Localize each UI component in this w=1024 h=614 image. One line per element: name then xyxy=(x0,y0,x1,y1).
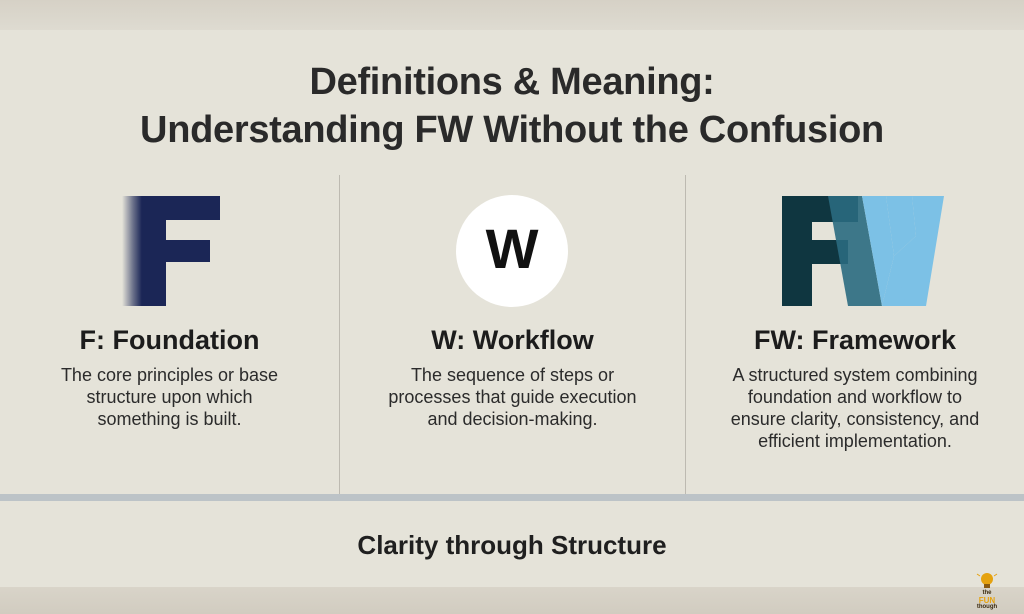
description-line: ensure clarity, consistency, and xyxy=(730,409,980,429)
fw-monogram-icon xyxy=(782,196,944,306)
description-line: The core principles or base xyxy=(60,365,279,385)
description-line: efficient implementation. xyxy=(758,431,952,451)
description-line: structure upon which xyxy=(86,387,253,407)
title-line-1: Definitions & Meaning: xyxy=(309,61,715,103)
paper-background-bottom xyxy=(0,587,1024,614)
description-line: A structured system combining xyxy=(732,365,978,385)
horizontal-rule xyxy=(0,494,1024,501)
description-line: processes that guide execution xyxy=(388,387,637,407)
tagline: Clarity through Structure xyxy=(357,530,667,560)
description-line: The sequence of steps or xyxy=(410,365,615,385)
description-foundation: The core principles or base structure up… xyxy=(0,364,339,430)
heading-framework: FW: Framework xyxy=(753,325,957,355)
brand-line-2: FUN xyxy=(978,596,996,605)
brand-line-3: though xyxy=(976,604,998,610)
slide-title: Definitions & Meaning: Understanding FW … xyxy=(0,58,1024,154)
description-line: something is built. xyxy=(97,409,242,429)
description-line: and decision-making. xyxy=(427,409,598,429)
column-divider xyxy=(685,175,686,495)
description-workflow: The sequence of steps or processes that … xyxy=(340,364,685,430)
description-framework: A structured system combining foundation… xyxy=(686,364,1024,452)
definition-workflow: W: Workflow The sequence of steps or pro… xyxy=(340,175,685,495)
description-line: foundation and workflow to xyxy=(747,387,963,407)
paper-background-top xyxy=(0,0,1024,30)
heading-foundation: F: Foundation xyxy=(79,325,260,355)
letter-w-circle-icon: W xyxy=(456,195,568,307)
letter-f-icon xyxy=(122,196,220,306)
w-glyph: W xyxy=(485,217,539,280)
brand-line-1: the xyxy=(982,590,992,596)
heading-workflow: W: Workflow xyxy=(431,325,594,355)
title-line-2: Understanding FW Without the Confusion xyxy=(140,109,884,151)
brand-logo: the FUN though xyxy=(972,570,1002,610)
definition-framework: FW: Framework A structured system combin… xyxy=(686,175,1024,495)
definition-foundation: F: Foundation The core principles or bas… xyxy=(0,175,339,495)
column-divider xyxy=(339,175,340,495)
lightbulb-icon xyxy=(976,573,998,588)
